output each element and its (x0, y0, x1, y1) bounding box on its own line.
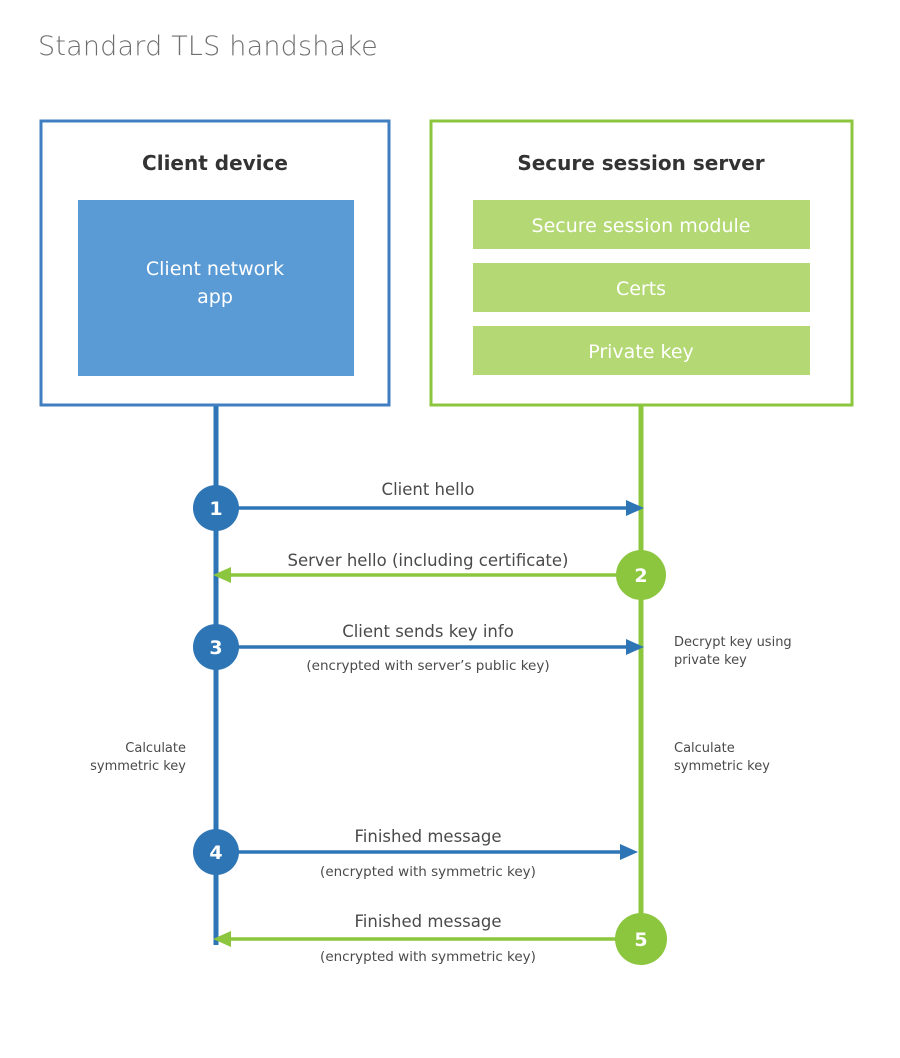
server-calc-line2: symmetric key (674, 759, 770, 774)
client-device-heading: Client device (142, 151, 288, 175)
step-3-group: Client sends key info (encrypted with se… (193, 622, 644, 674)
server-calc-line1: Calculate (674, 741, 735, 756)
client-network-app-label-line2: app (197, 286, 233, 308)
client-calc-line1: Calculate (125, 741, 186, 756)
server-decrypt-annotation: Decrypt key using private key (674, 635, 792, 668)
client-calc-line2: symmetric key (90, 759, 186, 774)
step-2-group: Server hello (including certificate) 2 (213, 550, 666, 600)
step-5-sublabel: (encrypted with symmetric key) (320, 949, 536, 965)
step-5-badge (615, 913, 667, 965)
client-calculate-symmetric-key-annotation: Calculate symmetric key (90, 741, 186, 774)
server-bar-private-key (473, 326, 810, 375)
step-5-number: 5 (634, 929, 647, 951)
secure-session-server-panel: Secure session server Secure session mod… (429, 119, 854, 407)
step-4-group: Finished message (encrypted with symmetr… (193, 827, 638, 880)
step-1-badge (193, 485, 239, 531)
step-4-number: 4 (209, 842, 222, 864)
step-2-arrowhead-icon (213, 567, 231, 583)
client-network-app-label-line1: Client network (146, 258, 284, 280)
step-5-arrowhead-icon (213, 931, 231, 947)
secure-session-server-heading: Secure session server (517, 151, 764, 175)
server-bar-label-1: Certs (616, 278, 666, 300)
server-bar-label-2: Private key (588, 341, 694, 363)
step-1-group: Client hello 1 (193, 480, 644, 531)
server-calculate-symmetric-key-annotation: Calculate symmetric key (674, 741, 770, 774)
step-4-arrowhead-icon (620, 844, 638, 860)
server-bar-label-0: Secure session module (532, 215, 751, 237)
server-decrypt-line1: Decrypt key using (674, 635, 792, 650)
step-3-number: 3 (209, 637, 222, 659)
step-2-number: 2 (634, 565, 647, 587)
page-title: Standard TLS handshake (38, 31, 378, 62)
step-2-badge (616, 550, 666, 600)
step-1-arrowhead-icon (626, 500, 644, 516)
server-decrypt-line2: private key (674, 653, 747, 668)
step-4-badge (193, 829, 239, 875)
step-5-group: Finished message (encrypted with symmetr… (213, 912, 667, 965)
client-network-app-box (78, 200, 354, 376)
step-3-sublabel: (encrypted with server’s public key) (306, 658, 549, 674)
client-device-panel: Client device Client network app (39, 119, 391, 407)
step-3-label: Client sends key info (342, 622, 514, 641)
step-3-arrowhead-icon (626, 639, 644, 655)
server-bar-secure-session-module (473, 200, 810, 249)
server-bar-certs (473, 263, 810, 312)
step-3-badge (193, 624, 239, 670)
step-4-label: Finished message (355, 827, 502, 846)
step-1-number: 1 (209, 498, 222, 520)
step-2-label: Server hello (including certificate) (288, 551, 569, 570)
step-1-label: Client hello (382, 480, 475, 499)
step-5-label: Finished message (355, 912, 502, 931)
step-4-sublabel: (encrypted with symmetric key) (320, 864, 536, 880)
